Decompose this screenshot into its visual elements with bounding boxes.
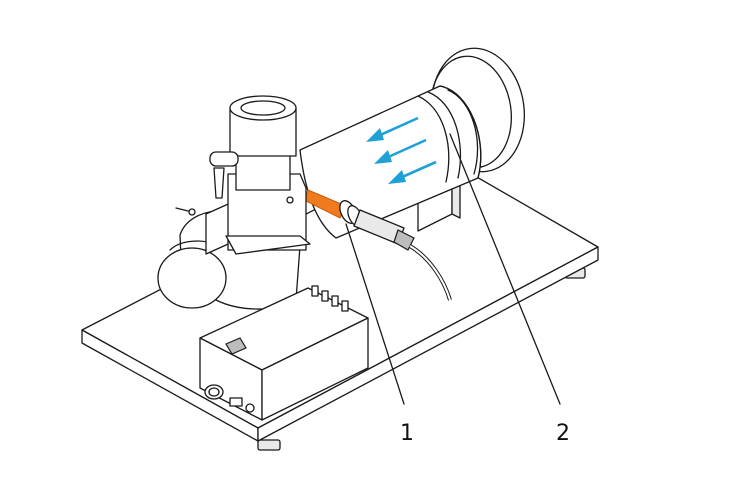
tube-ring <box>427 91 462 179</box>
flow-arrow-2-head <box>374 150 392 164</box>
terminal-pins <box>311 285 349 312</box>
power-socket <box>204 384 224 400</box>
indicator-lamp <box>245 403 255 413</box>
callout-2: 2 <box>556 421 570 446</box>
column-base-plate <box>225 235 311 255</box>
control-box <box>199 285 369 421</box>
terminal-pin <box>321 290 329 302</box>
flow-arrow-2 <box>385 138 427 160</box>
leader-line-1 <box>345 223 405 405</box>
terminal-pin <box>311 285 319 297</box>
flow-arrow-1 <box>377 116 419 138</box>
foot-front <box>257 439 281 451</box>
heating-element <box>303 189 452 301</box>
side-knob <box>209 151 239 167</box>
flow-arrow-1-head <box>366 128 384 142</box>
flow-arrows <box>366 116 437 184</box>
tube-end-rim <box>439 85 482 179</box>
screw-right-head <box>286 196 294 204</box>
power-socket-inner <box>208 387 220 397</box>
column-mid <box>235 149 291 191</box>
flow-arrow-3-head <box>388 170 406 184</box>
base-right-face <box>257 246 599 442</box>
probe-connector <box>393 229 415 251</box>
leader-line-2 <box>449 133 561 405</box>
leader-lines <box>345 133 561 405</box>
tube-ring-2 <box>417 95 450 183</box>
terminal-pin <box>341 300 349 312</box>
control-box-right <box>261 317 369 421</box>
usb-port <box>229 397 243 407</box>
motor-cap <box>157 247 227 309</box>
callout-1: 1 <box>400 421 414 446</box>
tube-end-rim-inner <box>447 89 479 175</box>
column-top-opening <box>240 100 286 116</box>
probe-cable <box>409 245 451 301</box>
column-top-rim <box>229 95 297 121</box>
screw-left-head <box>188 208 196 216</box>
column-assembly <box>175 95 311 255</box>
flow-arrow-3 <box>399 160 437 180</box>
side-knob-stem <box>213 167 225 199</box>
terminal-pin <box>331 295 339 307</box>
power-switch[interactable] <box>225 337 247 355</box>
